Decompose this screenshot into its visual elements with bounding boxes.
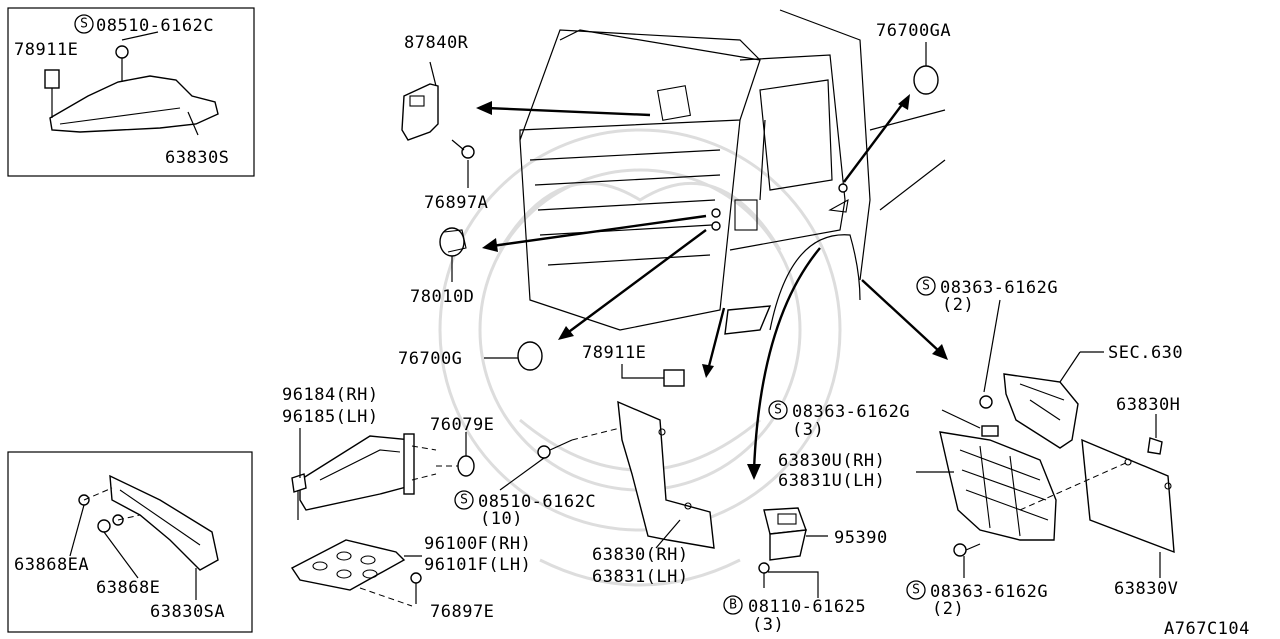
screw-badge: S xyxy=(768,400,788,420)
part-label-08363-6162g-mid: 08363-6162G xyxy=(792,402,910,422)
screw-badge: S xyxy=(916,276,936,296)
part-label-96100f: 96100F(RH) xyxy=(424,534,531,554)
part-63830-flap-shape xyxy=(617,400,715,549)
figure-code: A767C104 xyxy=(1164,619,1250,639)
screw-badge: S xyxy=(906,580,926,600)
part-label-76700ga: 76700GA xyxy=(876,21,951,41)
inset-bottom-left-parts xyxy=(69,474,219,600)
part-label-08363-top-qty: (2) xyxy=(942,295,974,315)
part-label-63830sa: 63830SA xyxy=(150,602,225,622)
inset-top-left-parts xyxy=(44,45,219,136)
part-label-08363-bot-qty: (2) xyxy=(932,599,964,619)
svg-text:S: S xyxy=(912,583,920,598)
part-label-63830h: 63830H xyxy=(1116,395,1180,415)
part-label-96101f: 96101F(LH) xyxy=(424,555,531,575)
svg-text:S: S xyxy=(774,403,782,418)
part-label-08510-mid-qty: (10) xyxy=(480,509,523,529)
part-76700g-shape xyxy=(484,341,543,371)
part-76897a-shape xyxy=(451,139,475,188)
part-label-08363-6162g-bot: 08363-6162G xyxy=(930,582,1048,602)
part-08363-bot-shape xyxy=(953,543,981,578)
part-96184-shape xyxy=(291,428,437,520)
part-label-63831u: 63831U(LH) xyxy=(778,471,885,491)
part-63830h-shape xyxy=(1147,414,1163,455)
truck-cab-outline xyxy=(519,9,946,335)
part-96100f-shape xyxy=(290,539,422,591)
part-label-08510-6162c-top: 08510-6162C xyxy=(96,16,214,36)
part-63830u-shape xyxy=(916,431,1057,541)
part-label-08363-mid-qty: (3) xyxy=(792,420,824,440)
svg-text:B: B xyxy=(729,598,737,613)
part-label-78010d: 78010D xyxy=(410,287,474,307)
arrows xyxy=(476,94,948,480)
part-63830v-shape xyxy=(1019,438,1175,578)
part-08510-mid-shape xyxy=(499,427,621,491)
part-label-08110-61625: 08110-61625 xyxy=(748,597,866,617)
svg-text:S: S xyxy=(922,279,930,294)
part-76079e-shape xyxy=(436,432,475,477)
screw-badge: S xyxy=(74,14,94,34)
sec630-bracket-shape xyxy=(979,373,1079,449)
part-76897e-shape xyxy=(359,572,422,607)
inset-box-bottom-left xyxy=(7,451,253,633)
part-label-76897a: 76897A xyxy=(424,193,488,213)
part-label-63830v: 63830V xyxy=(1114,579,1178,599)
part-label-87840r: 87840R xyxy=(404,33,469,53)
inset-box-top-left xyxy=(7,7,255,177)
part-78911e-mid-shape xyxy=(621,364,685,387)
part-label-76700g: 76700G xyxy=(398,349,462,369)
svg-text:S: S xyxy=(80,17,88,32)
part-label-76897e: 76897E xyxy=(430,602,494,622)
part-label-63830s: 63830S xyxy=(165,148,229,168)
part-label-63868e: 63868E xyxy=(96,578,160,598)
svg-text:S: S xyxy=(460,493,468,508)
part-label-78911e-top: 78911E xyxy=(14,40,78,60)
part-label-78911e-mid: 78911E xyxy=(582,343,646,363)
bolt-badge: B xyxy=(723,595,743,615)
part-label-08363-6162g-top: 08363-6162G xyxy=(940,278,1058,298)
part-label-63830u: 63830U(RH) xyxy=(778,451,885,471)
screw-badge: S xyxy=(454,490,474,510)
part-label-95390: 95390 xyxy=(834,528,888,548)
part-label-76079e: 76079E xyxy=(430,415,494,435)
part-label-08110-qty: (3) xyxy=(752,615,784,635)
part-95390-shape xyxy=(758,507,828,598)
part-78010d-shape xyxy=(439,227,467,282)
part-label-96184: 96184(RH) xyxy=(282,385,379,405)
part-label-63830-rh: 63830(RH) xyxy=(592,545,689,565)
part-76700ga-shape xyxy=(913,42,939,95)
part-label-96185: 96185(LH) xyxy=(282,407,379,427)
part-label-08510-6162c-mid: 08510-6162C xyxy=(478,492,596,512)
part-87840r-shape xyxy=(401,61,439,141)
part-label-sec630: SEC.630 xyxy=(1108,343,1183,363)
part-label-63831-lh: 63831(LH) xyxy=(592,567,689,587)
part-label-63868ea: 63868EA xyxy=(14,555,89,575)
